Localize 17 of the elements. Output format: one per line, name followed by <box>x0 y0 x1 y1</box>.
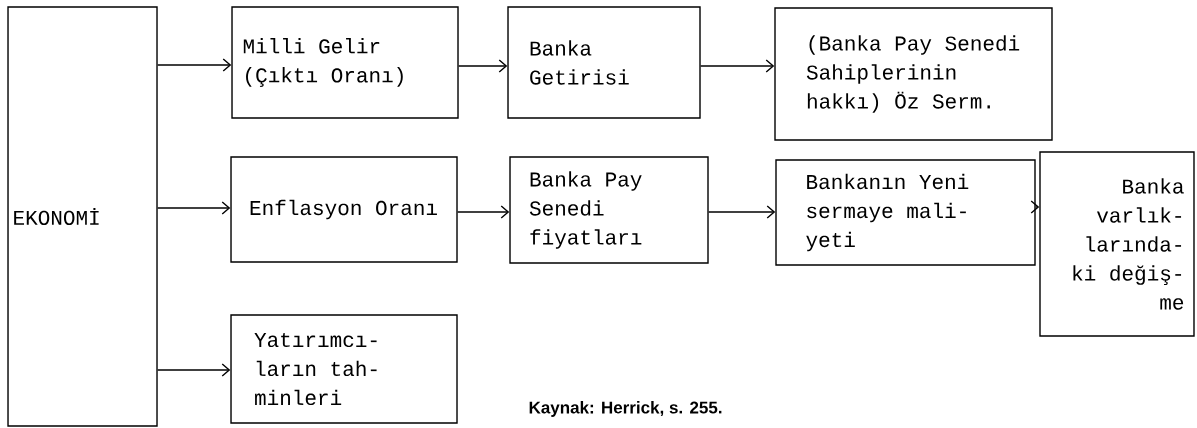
text-box: EKONOMİ <box>7 6 158 427</box>
text-box: Banka varlık- larında- ki değiş- me <box>1039 151 1195 337</box>
arrow <box>700 59 775 73</box>
text-box: Banka Pay Senedi fiyatları <box>509 156 709 264</box>
arrow <box>458 59 508 73</box>
text-box: Yatırımcı- ların tah- minleri <box>230 314 458 424</box>
arrow <box>157 201 231 215</box>
text-box: (Banka Pay Senedi Sahiplerinin hakkı) Öz Serm. <box>774 7 1053 141</box>
text-box: Milli Gelir (Çıktı Oranı) <box>231 6 459 119</box>
text-box: Banka Getirisi <box>507 6 701 119</box>
arrow <box>157 363 231 377</box>
arrow <box>157 58 232 72</box>
text-box: Bankanın Yeni sermaye mali- yeti <box>775 159 1036 266</box>
arrow <box>457 205 510 219</box>
source-note: Kaynak: Herrick, s. 255. <box>529 401 722 417</box>
arrow <box>708 205 776 219</box>
text-box: Enflasyon Oranı <box>230 156 458 263</box>
